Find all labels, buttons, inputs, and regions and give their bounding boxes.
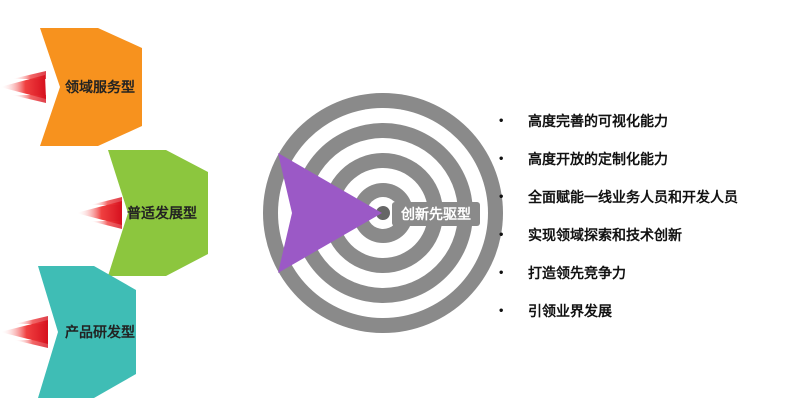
feature-item: • 引领业界发展 (498, 292, 778, 330)
bullet-icon: • (498, 115, 505, 127)
chevron-general-development (108, 150, 208, 276)
arrow-head (278, 153, 382, 273)
flame-streak-3 (0, 316, 48, 348)
feature-item: • 高度开放的定制化能力 (498, 140, 778, 178)
feature-item: • 实现领域探索和技术创新 (498, 216, 778, 254)
chevron-product-rd (38, 266, 136, 398)
feature-text: 高度开放的定制化能力 (528, 152, 668, 168)
feature-item: • 高度完善的可视化能力 (498, 102, 778, 140)
feature-text: 实现领域探索和技术创新 (528, 228, 682, 244)
target-label: 创新先驱型 (400, 206, 471, 223)
bullet-icon: • (498, 305, 505, 317)
type-label-product-rd: 产品研发型 (65, 324, 135, 341)
target-icon (263, 93, 503, 333)
bullet-icon: • (498, 153, 505, 165)
bullet-icon: • (498, 191, 505, 203)
target-label-bg (392, 202, 480, 226)
bullet-icon: • (498, 267, 505, 279)
feature-text: 引领业界发展 (528, 304, 612, 320)
feature-text: 打造领先竞争力 (528, 266, 626, 282)
bullet-icon: • (498, 229, 505, 241)
feature-text: 高度完善的可视化能力 (528, 114, 668, 130)
feature-text: 全面赋能一线业务人员和开发人员 (528, 190, 738, 206)
feature-item: • 全面赋能一线业务人员和开发人员 (498, 178, 778, 216)
flame-streak-1 (0, 71, 46, 103)
flame-streak-2 (76, 197, 122, 229)
feature-list: • 高度完善的可视化能力 • 高度开放的定制化能力 • 全面赋能一线业务人员和开发人员… (498, 102, 778, 330)
type-label-general-development: 普适发展型 (127, 205, 197, 222)
chevron-domain-service (40, 28, 142, 146)
type-label-domain-service: 领域服务型 (65, 79, 135, 96)
feature-item: • 打造领先竞争力 (498, 254, 778, 292)
